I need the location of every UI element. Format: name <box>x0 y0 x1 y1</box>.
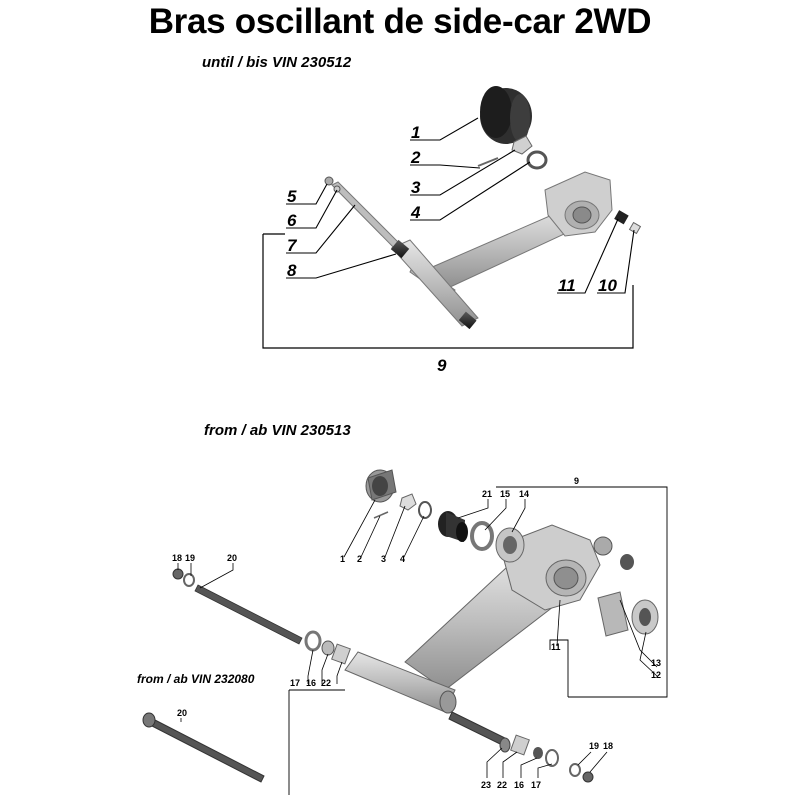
callout-top-6: 6 <box>287 211 297 230</box>
callout-bottom-22b: 22 <box>497 780 507 790</box>
assembly-bracket-9-bottom <box>496 486 668 698</box>
callout-bottom-17a: 17 <box>290 678 300 688</box>
callout-top-5: 5 <box>287 187 297 206</box>
callout-bottom-18b: 18 <box>603 741 613 751</box>
callout-bottom-17b: 17 <box>531 780 541 790</box>
callout-bottom-13: 13 <box>651 658 661 668</box>
callout-bottom-11: 11 <box>551 642 561 652</box>
callout-bottom-21: 21 <box>482 489 492 499</box>
assembly-bracket-9 <box>262 234 634 349</box>
callout-bottom-14: 14 <box>519 489 529 499</box>
callout-top-10: 10 <box>598 276 617 295</box>
roller-part-1 <box>480 86 532 144</box>
callout-bottom-15: 15 <box>500 489 510 499</box>
callout-bottom-19b: 19 <box>589 741 599 751</box>
callout-bottom-16b: 16 <box>514 780 524 790</box>
callout-bottom-23: 23 <box>481 780 491 790</box>
callout-bottom-16a: 16 <box>306 678 316 688</box>
bearing-14 <box>495 527 525 563</box>
callout-top-4: 4 <box>410 203 421 222</box>
bush-21 <box>438 511 468 542</box>
bolt-20-lower <box>142 712 265 783</box>
callout-top-8: 8 <box>287 261 297 280</box>
leaders-top <box>286 117 635 294</box>
bolt-20-upper <box>172 568 303 645</box>
callout-bottom-20a: 20 <box>227 553 237 563</box>
callout-bottom-4: 4 <box>400 554 405 564</box>
callout-bottom-3: 3 <box>381 554 386 564</box>
callout-top-3: 3 <box>411 178 421 197</box>
top-assembly: 1 2 3 4 5 6 7 8 11 10 9 <box>262 86 642 375</box>
callout-bottom-19a: 19 <box>185 553 195 563</box>
swing-arm-bottom <box>344 524 601 714</box>
callout-bottom-12: 12 <box>651 670 661 680</box>
bottom-assembly: 1 2 3 4 9 21 15 14 18 19 20 17 16 22 13 … <box>142 469 668 795</box>
callout-bottom-18a: 18 <box>172 553 182 563</box>
callout-top-11: 11 <box>558 276 576 295</box>
section-caption-until: until / bis VIN 230512 <box>202 54 352 71</box>
rod-7 <box>331 181 407 255</box>
callout-bottom-2: 2 <box>357 554 362 564</box>
callout-bottom-1: 1 <box>340 554 345 564</box>
callout-top-1: 1 <box>411 123 420 142</box>
section-caption-from-232080: from / ab VIN 232080 <box>137 672 255 686</box>
page-title: Bras oscillant de side-car 2WD <box>148 2 652 41</box>
roller-part-1-bottom <box>365 469 397 503</box>
callout-top-2: 2 <box>410 148 421 167</box>
callout-bottom-22a: 22 <box>321 678 331 688</box>
callout-bottom-9: 9 <box>574 476 579 486</box>
swing-arm-top <box>391 171 613 327</box>
bush-8 <box>390 239 410 259</box>
callout-top-9: 9 <box>437 356 447 375</box>
leaders-bottom <box>177 499 658 778</box>
callout-top-7: 7 <box>287 236 298 255</box>
callout-bottom-20b: 20 <box>177 708 187 718</box>
section-caption-from: from / ab VIN 230513 <box>204 422 351 439</box>
